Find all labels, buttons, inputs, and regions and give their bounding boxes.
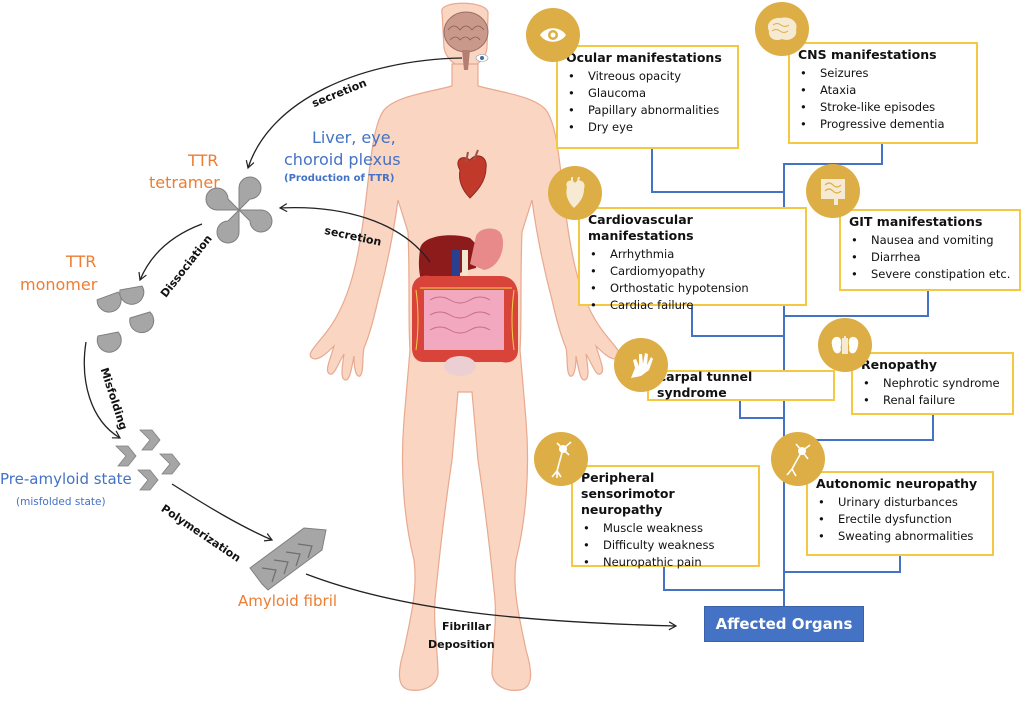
list-item: Neuropathic pain — [581, 554, 750, 571]
brain-icon — [767, 17, 797, 41]
stage-monomer-line2: monomer — [20, 275, 98, 294]
kidney-icon-circle — [818, 318, 872, 372]
secretion-arrow-liver — [278, 203, 431, 263]
peripheral-list: Muscle weakness Difficulty weakness Neur… — [581, 520, 750, 571]
stage-monomer-line1: TTR — [66, 252, 97, 271]
production-site-line1: Liver, eye, — [312, 128, 396, 147]
deposition-arrow — [305, 573, 678, 631]
intestine-icon-circle — [806, 164, 860, 218]
git-list: Nausea and vomiting Diarrhea Severe cons… — [849, 232, 1011, 283]
amyloid-fibril-shape — [249, 527, 327, 591]
cns-box: CNS manifestations Seizures Ataxia Strok… — [788, 42, 978, 144]
abdominal-organs — [412, 228, 518, 376]
neuron-icon-circle-autonomic — [771, 432, 825, 486]
hand-icon-circle — [614, 338, 668, 392]
list-item: Stroke-like episodes — [798, 99, 968, 116]
renal-box: Renopathy Nephrotic syndrome Renal failu… — [851, 352, 1014, 415]
stage-pre-amyloid-line2: (misfolded state) — [16, 496, 106, 508]
production-site-note: (Production of TTR) — [284, 173, 395, 184]
list-item: Diarrhea — [849, 249, 1011, 266]
list-item: Urinary disturbances — [816, 494, 984, 511]
secretion-arrow-top — [245, 57, 463, 170]
list-item: Nausea and vomiting — [849, 232, 1011, 249]
list-item: Ataxia — [798, 82, 968, 99]
neuron-icon — [786, 443, 811, 477]
dissociation-arrow — [138, 223, 203, 282]
heart-icon — [566, 177, 585, 208]
list-item: Cardiomyopathy — [588, 263, 797, 280]
cns-list: Seizures Ataxia Stroke-like episodes Pro… — [798, 65, 968, 133]
cardio-title: Cardiovascular manifestations — [588, 212, 694, 243]
list-item: Muscle weakness — [581, 520, 750, 537]
tetramer-shape — [205, 176, 273, 244]
monomer-shapes — [96, 285, 155, 353]
autonomic-title: Autonomic neuropathy — [816, 476, 978, 491]
ocular-title: Ocular manifestations — [566, 50, 722, 65]
git-box: GIT manifestations Nausea and vomiting D… — [839, 209, 1021, 291]
hand-icon — [631, 353, 653, 378]
polymerization-arrow — [171, 483, 274, 542]
stage-tetramer-line2: tetramer — [149, 173, 220, 192]
list-item: Erectile dysfunction — [816, 511, 984, 528]
autonomic-list: Urinary disturbances Erectile dysfunctio… — [816, 494, 984, 545]
stage-tetramer-line1: TTR — [188, 151, 219, 170]
list-item: Orthostatic hypotension — [588, 280, 797, 297]
list-item: Vitreous opacity — [566, 68, 729, 85]
list-item: Renal failure — [861, 392, 1004, 409]
list-item: Glaucoma — [566, 85, 729, 102]
peripheral-title-line1: Peripheral sensorimotor — [581, 470, 675, 501]
list-item: Progressive dementia — [798, 116, 968, 133]
autonomic-box: Autonomic neuropathy Urinary disturbance… — [806, 471, 994, 556]
cardio-box: Cardiovascular manifestations Arrhythmia… — [578, 207, 807, 314]
list-item: Cardiac failure — [588, 297, 797, 314]
pre-amyloid-shapes — [115, 429, 181, 491]
intestine-icon — [821, 179, 845, 205]
heart-icon-circle — [548, 166, 602, 220]
peripheral-box: Peripheral sensorimotor neuropathy Muscl… — [571, 465, 760, 571]
neuron-icon — [551, 441, 572, 478]
git-title: GIT manifestations — [849, 214, 983, 229]
heart-organ — [457, 149, 487, 199]
list-item: Dry eye — [566, 119, 729, 136]
brain-icon-circle — [755, 2, 809, 56]
list-item: Papillary abnormalities — [566, 102, 729, 119]
list-item: Severe constipation etc. — [849, 266, 1011, 283]
production-site-line2: choroid plexus — [284, 150, 401, 169]
kidney-icon — [831, 336, 859, 354]
carpal-box: Carpal tunnel syndrome — [647, 369, 835, 401]
list-item: Nephrotic syndrome — [861, 375, 1004, 392]
neuron-icon-circle-peripheral — [534, 432, 588, 486]
list-item: Arrhythmia — [588, 246, 797, 263]
renal-title: Renopathy — [861, 357, 937, 372]
affected-organs-box: Affected Organs — [704, 606, 864, 642]
stage-pre-amyloid-line1: Pre-amyloid state — [0, 470, 132, 488]
deposition-label-line2: Deposition — [428, 638, 495, 651]
cardio-list: Arrhythmia Cardiomyopathy Orthostatic hy… — [588, 246, 797, 314]
carpal-title: Carpal tunnel syndrome — [657, 369, 753, 400]
eye-icon — [540, 28, 566, 42]
list-item: Seizures — [798, 65, 968, 82]
cns-title: CNS manifestations — [798, 47, 937, 62]
ocular-list: Vitreous opacity Glaucoma Papillary abno… — [566, 68, 729, 136]
stage-fibril-label: Amyloid fibril — [238, 592, 338, 610]
brain-organ — [443, 11, 489, 70]
eye-icon-circle — [526, 8, 580, 62]
peripheral-title-line2: neuropathy — [581, 502, 663, 517]
renal-list: Nephrotic syndrome Renal failure — [861, 375, 1004, 409]
list-item: Sweating abnormalities — [816, 528, 984, 545]
list-item: Difficulty weakness — [581, 537, 750, 554]
ocular-box: Ocular manifestations Vitreous opacity G… — [556, 45, 739, 149]
deposition-label-line1: Fibrillar — [442, 620, 491, 633]
misfolding-arrow — [83, 341, 122, 439]
